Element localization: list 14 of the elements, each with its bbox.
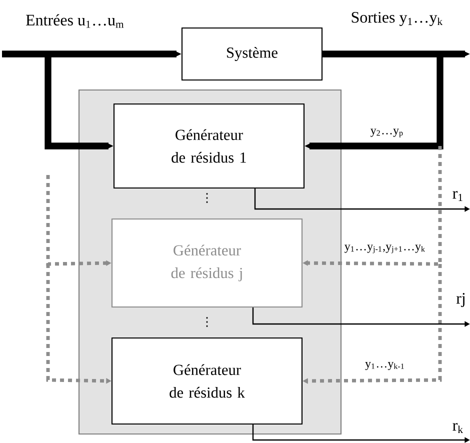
ellipsis-mark: ⋮ [206, 317, 208, 327]
system-box: Système [181, 27, 323, 81]
edge-label: rj [456, 293, 465, 307]
edge-label: y$_{2}$…y$_{p}$ [370, 128, 403, 138]
edge-label: Sorties y$_{1}$…y$_{k}$ [352, 12, 443, 26]
edge-label: Entrées u$_{1}$…u$_{m}$ [26, 14, 124, 28]
edge-label: y$_{1}$…y$_{j-1}$,y$_{j+1}$…y$_{k}$ [344, 244, 425, 254]
edge-label: r$_{k}$ [452, 423, 463, 433]
edge-label: r$_{1}$ [452, 191, 462, 201]
generator-box: Générateur de résidus j [111, 218, 303, 308]
ellipsis-mark: ⋮ [206, 193, 208, 203]
generator-box: Générateur de résidus 1 [113, 103, 305, 189]
edge-label: y$_{1}$…y$_{k-1}$ [365, 362, 404, 370]
generator-box: Générateur de résidus k [111, 337, 303, 425]
